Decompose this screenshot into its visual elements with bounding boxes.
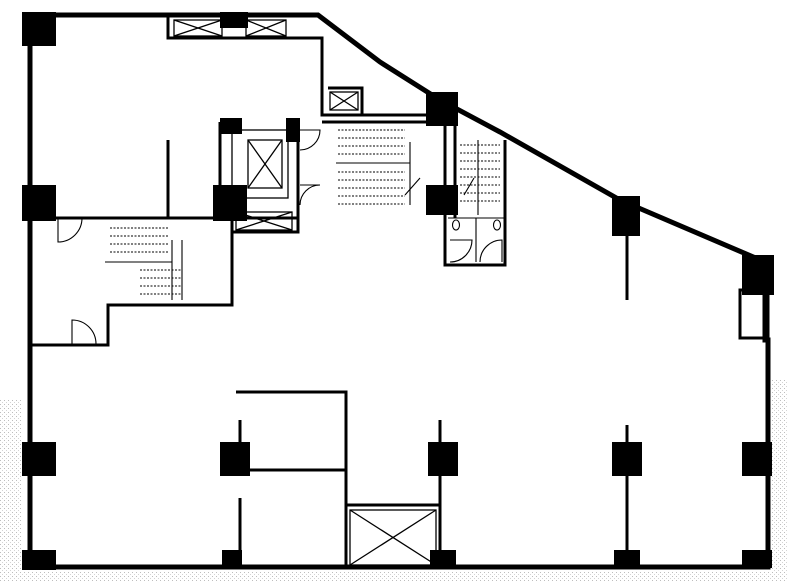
- column: [222, 550, 242, 568]
- column: [22, 185, 56, 221]
- toilet-icon: [492, 219, 502, 231]
- column: [614, 550, 640, 568]
- stair-main: [336, 129, 421, 205]
- column: [426, 92, 458, 126]
- shaft-small: [329, 91, 359, 111]
- toilet-icon: [451, 219, 461, 231]
- doors: [57, 129, 503, 345]
- elevator-shaft: [231, 129, 289, 199]
- column: [612, 196, 640, 236]
- column: [22, 550, 56, 570]
- door: [299, 184, 321, 206]
- column: [612, 442, 642, 476]
- door: [57, 217, 83, 243]
- exterior-walls: [27, 12, 771, 570]
- door: [479, 239, 503, 263]
- shafts: [173, 19, 437, 566]
- outside-stipple: [0, 380, 787, 582]
- door: [299, 129, 321, 151]
- shaft-bottom: [349, 509, 437, 566]
- column: [742, 442, 772, 476]
- columns: [22, 12, 774, 570]
- column: [22, 12, 56, 46]
- column: [742, 550, 772, 568]
- column: [22, 442, 56, 476]
- shaft-under-elevator: [235, 211, 293, 231]
- column: [220, 442, 250, 476]
- column: [220, 118, 242, 134]
- door: [449, 239, 473, 263]
- shaft-top: [173, 19, 287, 37]
- column: [220, 12, 248, 28]
- column: [286, 118, 300, 142]
- column: [428, 442, 458, 476]
- door: [71, 319, 97, 345]
- toilet-fixtures: [448, 217, 505, 262]
- column: [213, 185, 247, 221]
- interior-walls: [30, 15, 770, 567]
- column: [742, 255, 774, 295]
- stair-right: [460, 140, 500, 215]
- stair-left: [105, 227, 183, 300]
- column: [426, 185, 458, 215]
